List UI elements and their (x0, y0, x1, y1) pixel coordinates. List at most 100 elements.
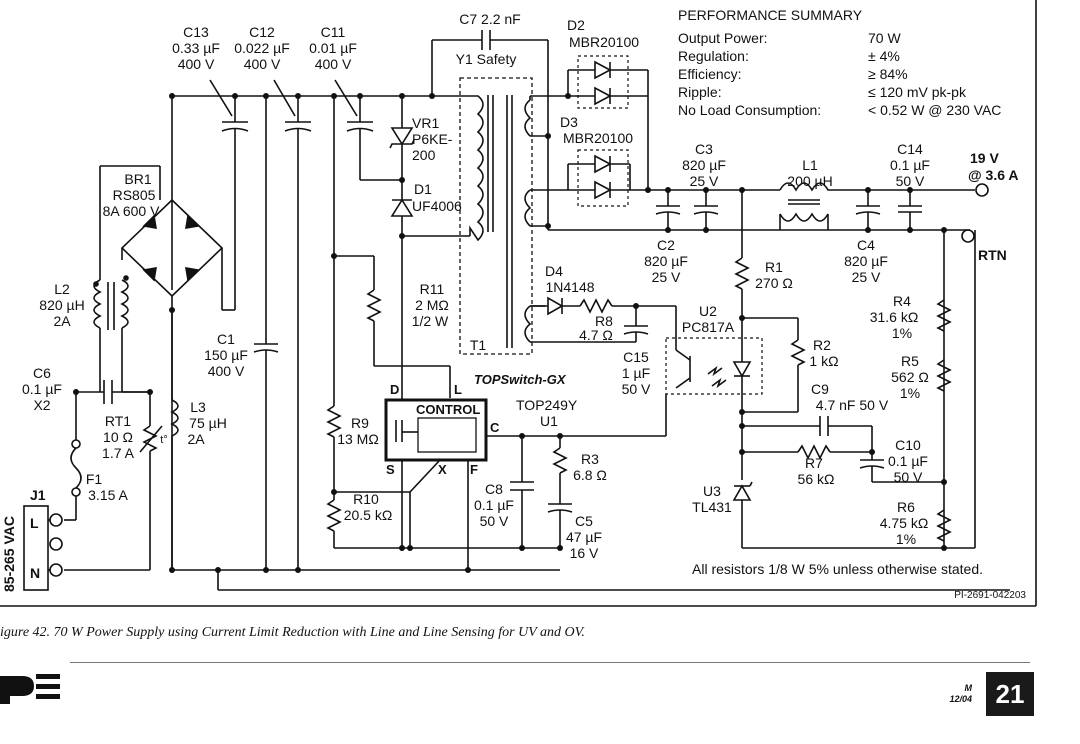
label-r3-value: 6.8 Ω (573, 467, 607, 483)
label-c13-value: 0.33 µF (172, 40, 220, 56)
ic-pin-s: S (386, 462, 395, 477)
label-r11-value: 2 MΩ (415, 297, 449, 313)
ic-pin-c: C (490, 420, 500, 435)
summary-label: Regulation: (678, 48, 749, 64)
ic-ref: U1 (540, 413, 558, 429)
label-l2: L2 (54, 281, 70, 297)
label-c11-rating: 400 V (315, 56, 352, 72)
label-r5-value: 562 Ω (891, 369, 929, 385)
label-r11-rating: 1/2 W (412, 313, 449, 329)
label-c3-value: 820 µF (682, 157, 726, 173)
label-r6-value: 4.75 kΩ (880, 515, 929, 531)
revision-block: M 12/04 (930, 683, 972, 705)
label-r6: R6 (897, 499, 915, 515)
label-c6-value: 0.1 µF (22, 381, 62, 397)
label-vr1-part2: 200 (412, 147, 436, 163)
label-d4-part: 1N4148 (545, 279, 594, 295)
label-f1: F1 (86, 471, 103, 487)
output-current-label: @ 3.6 A (968, 167, 1018, 183)
label-c15: C15 (623, 349, 649, 365)
label-d4: D4 (545, 263, 563, 279)
input-voltage-label: 85-265 VAC (1, 516, 17, 592)
label-rt1: RT1 (105, 413, 131, 429)
label-d3-part: MBR20100 (563, 130, 633, 146)
label-l3: L3 (190, 399, 206, 415)
label-c14-rating: 50 V (896, 173, 925, 189)
summary-value: ≥ 84% (868, 66, 908, 82)
figure-caption: igure 42. 70 W Power Supply using Curren… (0, 625, 585, 640)
label-c3: C3 (695, 141, 713, 157)
label-r5-tol: 1% (900, 385, 920, 401)
label-c12-rating: 400 V (244, 56, 281, 72)
label-r2-value: 1 kΩ (809, 353, 838, 369)
label-d2-part: MBR20100 (569, 34, 639, 50)
label-c3-rating: 25 V (690, 173, 719, 189)
label-l2-value: 820 µH (39, 297, 84, 313)
label-c2-value: 820 µF (644, 253, 688, 269)
label-d3: D3 (560, 114, 578, 130)
j1-neutral-label: N (30, 565, 40, 581)
j1-label: J1 (30, 487, 46, 503)
label-c7: C7 2.2 nF (459, 11, 520, 27)
label-c4-value: 820 µF (844, 253, 888, 269)
label-r8-value: 4.7 Ω (579, 327, 613, 343)
summary-value: ± 4% (868, 48, 900, 64)
label-c5-value: 47 µF (566, 529, 602, 545)
label-r3: R3 (581, 451, 599, 467)
label-r6-tol: 1% (896, 531, 916, 547)
label-l1: L1 (802, 157, 818, 173)
label-c8-rating: 50 V (480, 513, 509, 529)
label-r7-value: 56 kΩ (798, 471, 835, 487)
summary-label: Ripple: (678, 84, 722, 100)
output-voltage-label: 19 V (970, 150, 999, 166)
pi-number: PI-2691-042203 (954, 590, 1026, 601)
label-r1: R1 (765, 259, 783, 275)
label-br1-part: RS805 (113, 187, 156, 203)
page-number: 21 (986, 672, 1034, 716)
label-c13: C13 (183, 24, 209, 40)
label-r9: R9 (351, 415, 369, 431)
label-c15-value: 1 µF (622, 365, 650, 381)
label-c13-rating: 400 V (178, 56, 215, 72)
summary-label: No Load Consumption: (678, 102, 821, 118)
label-r11: R11 (420, 281, 445, 297)
label-c14-value: 0.1 µF (890, 157, 930, 173)
label-c12: C12 (249, 24, 275, 40)
label-vr1-part: P6KE- (412, 131, 453, 147)
ic-control-label: CONTROL (416, 402, 480, 417)
label-c6-rating: X2 (33, 397, 50, 413)
label-d1: D1 (414, 181, 432, 197)
revision-date: 12/04 (949, 694, 972, 704)
label-rt1-value: 10 Ω (103, 429, 133, 445)
summary-label: Efficiency: (678, 66, 742, 82)
label-r4-tol: 1% (892, 325, 912, 341)
label-r8: R8 (595, 313, 613, 329)
ic-brand: TOPSwitch-GX (474, 372, 567, 387)
label-c10-rating: 50 V (894, 469, 923, 485)
label-c2: C2 (657, 237, 675, 253)
ic-pin-x: X (438, 462, 447, 477)
label-br1-rating: 8A 600 V (103, 203, 160, 219)
label-c10: C10 (895, 437, 921, 453)
label-c9: C9 (811, 381, 829, 397)
ic-pin-d: D (390, 382, 399, 397)
ic-pin-f: F (470, 462, 478, 477)
label-c4-rating: 25 V (852, 269, 881, 285)
label-f1-rating: 3.15 A (88, 487, 128, 503)
label-u2-part: PC817A (682, 319, 735, 335)
label-c5-rating: 16 V (570, 545, 599, 561)
j1-line-label: L (30, 515, 39, 531)
ic-pin-l: L (454, 382, 462, 397)
label-br1: BR1 (124, 171, 151, 187)
label-r4-value: 31.6 kΩ (870, 309, 919, 325)
label-c8: C8 (485, 481, 503, 497)
label-d2: D2 (567, 17, 585, 33)
summary-value: ≤ 120 mV pk-pk (868, 84, 967, 100)
label-r2: R2 (813, 337, 831, 353)
summary-label: Output Power: (678, 30, 768, 46)
label-c1: C1 (217, 331, 235, 347)
summary-value: 70 W (868, 30, 901, 46)
label-c5: C5 (575, 513, 593, 529)
label-r10: R10 (353, 491, 379, 507)
